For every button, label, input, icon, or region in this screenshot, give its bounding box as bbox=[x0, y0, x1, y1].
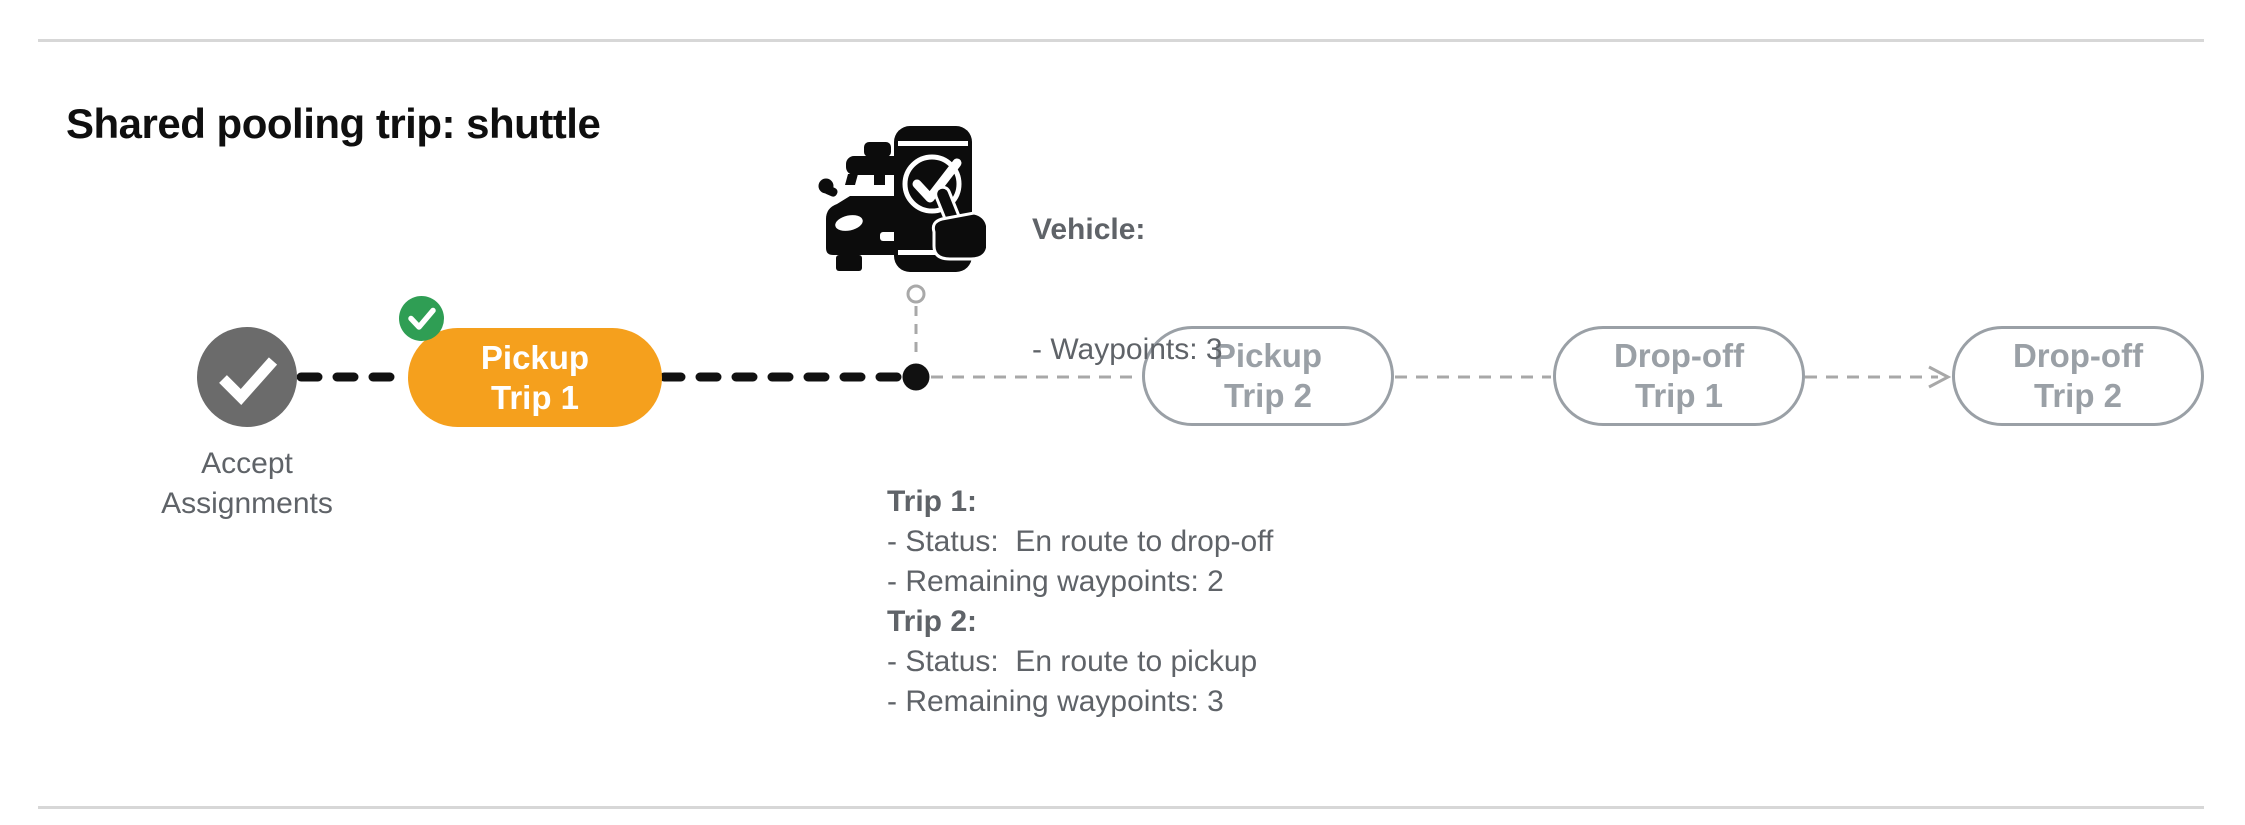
bottom-divider bbox=[38, 806, 2204, 809]
node-label-line2: Trip 2 bbox=[1223, 377, 1313, 414]
vehicle-anchor-circle bbox=[906, 284, 926, 304]
check-icon bbox=[408, 307, 436, 330]
node-label-line1: Pickup bbox=[480, 338, 590, 376]
trip-info: Trip 1: - Status: En route to drop-off -… bbox=[887, 482, 1273, 722]
trip1-status: - Status: En route to drop-off bbox=[887, 525, 1274, 558]
current-position-dot bbox=[902, 363, 930, 391]
accept-assignments-node bbox=[197, 327, 297, 427]
trip2-heading: Trip 2: bbox=[887, 605, 978, 638]
trip1-remaining-waypoints: - Remaining waypoints: 2 bbox=[887, 565, 1224, 598]
top-divider bbox=[38, 39, 2204, 42]
trip1-heading: Trip 1: bbox=[887, 485, 978, 518]
page-title: Shared pooling trip: shuttle bbox=[66, 100, 601, 148]
completed-badge bbox=[399, 296, 444, 341]
node-label-line1: Pickup bbox=[1213, 337, 1323, 374]
trip2-remaining-waypoints: - Remaining waypoints: 3 bbox=[887, 685, 1224, 718]
check-icon bbox=[219, 357, 278, 406]
vehicle-info-waypoints: - Waypoints: 3 bbox=[1032, 333, 1223, 366]
node-pickup-trip-1: Pickup Trip 1 bbox=[408, 328, 662, 427]
node-label-line2: Trip 2 bbox=[2033, 377, 2123, 414]
node-dropoff-trip-1: Drop-off Trip 1 bbox=[1553, 326, 1805, 426]
node-dropoff-trip-2: Drop-off Trip 2 bbox=[1952, 326, 2204, 426]
node-label-line2: Trip 1 bbox=[490, 378, 580, 416]
vehicle-info-heading: Vehicle: bbox=[1032, 213, 1146, 246]
node-label-line1: Drop-off bbox=[2012, 337, 2144, 374]
accept-assignments-label: Accept Assignments bbox=[161, 447, 333, 520]
vehicle-confirmation-icon bbox=[818, 124, 990, 280]
node-pickup-trip-2: Pickup Trip 2 bbox=[1142, 326, 1394, 426]
node-label-line2: Trip 1 bbox=[1634, 377, 1724, 414]
node-label-line1: Drop-off bbox=[1613, 337, 1745, 374]
vehicle-info: Vehicle: - Waypoints: 3 bbox=[1032, 130, 1223, 450]
arrowhead-icon bbox=[1928, 365, 1952, 389]
trip2-status: - Status: En route to pickup bbox=[887, 645, 1258, 678]
